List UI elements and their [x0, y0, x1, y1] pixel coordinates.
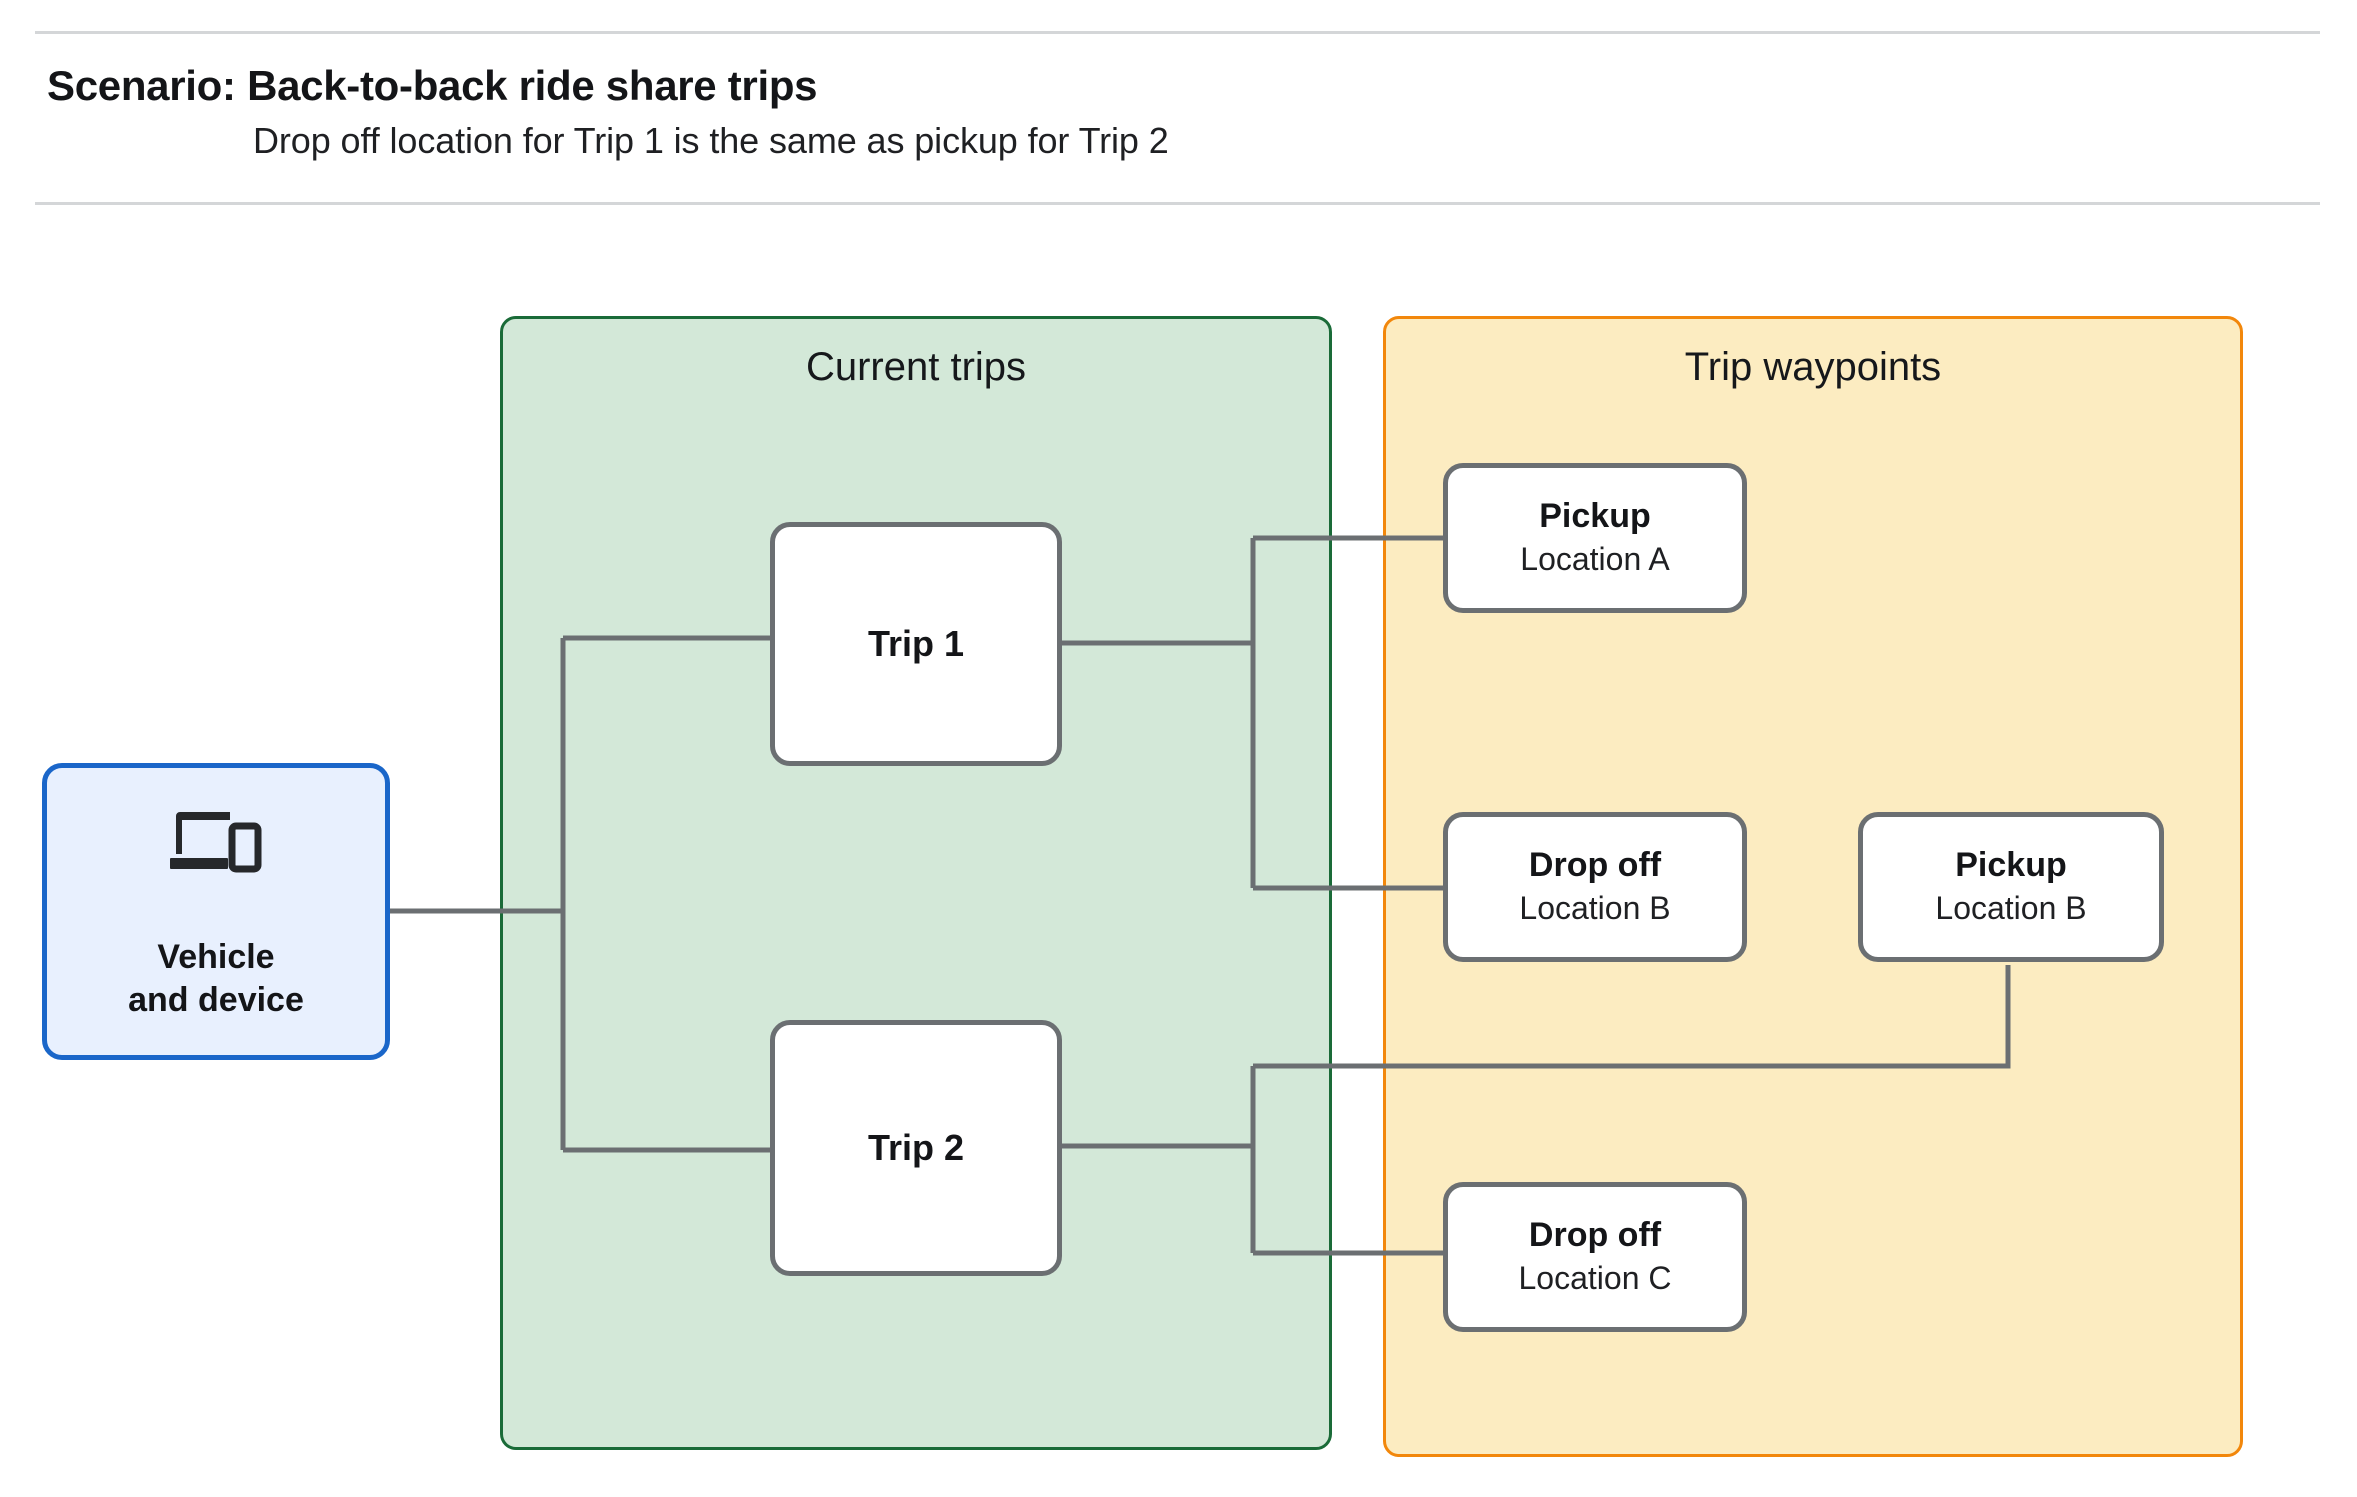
page-subtitle: Drop off location for Trip 1 is the same…: [253, 120, 1169, 161]
node-pickup-a-location: Location A: [1520, 541, 1670, 578]
node-dropoff-b-location: Location B: [1519, 890, 1671, 927]
node-dropoff-b-title: Drop off: [1528, 846, 1662, 885]
node-trip-1[interactable]: Trip 1: [770, 522, 1062, 766]
header-divider-top: [35, 31, 2320, 34]
header-divider-bottom: [35, 202, 2320, 205]
node-pickup-b-title: Pickup: [1955, 846, 2067, 885]
node-dropoff-c-location: Location C: [1518, 1260, 1672, 1297]
node-trip-1-title: Trip 1: [867, 623, 965, 665]
node-dropoff-location-b[interactable]: Drop off Location B: [1443, 812, 1747, 962]
group-title-trip-waypoints: Trip waypoints: [1684, 345, 1942, 389]
devices-icon: [170, 812, 262, 873]
node-vehicle-and-device[interactable]: Vehicle and device: [42, 763, 390, 1060]
node-pickup-location-b[interactable]: Pickup Location B: [1858, 812, 2164, 962]
page-title: Scenario: Back-to-back ride share trips: [47, 62, 818, 109]
node-pickup-location-a[interactable]: Pickup Location A: [1443, 463, 1747, 613]
vehicle-and-device-label: Vehicle and device: [128, 938, 304, 1019]
node-pickup-a-title: Pickup: [1539, 497, 1651, 536]
node-dropoff-c-title: Drop off: [1528, 1216, 1662, 1255]
node-trip-2[interactable]: Trip 2: [770, 1020, 1062, 1276]
group-current-trips: Current trips: [500, 316, 1332, 1450]
node-pickup-b-location: Location B: [1935, 890, 2087, 927]
node-dropoff-location-c[interactable]: Drop off Location C: [1443, 1182, 1747, 1332]
node-trip-2-title: Trip 2: [867, 1127, 965, 1169]
group-title-current-trips: Current trips: [805, 345, 1027, 389]
